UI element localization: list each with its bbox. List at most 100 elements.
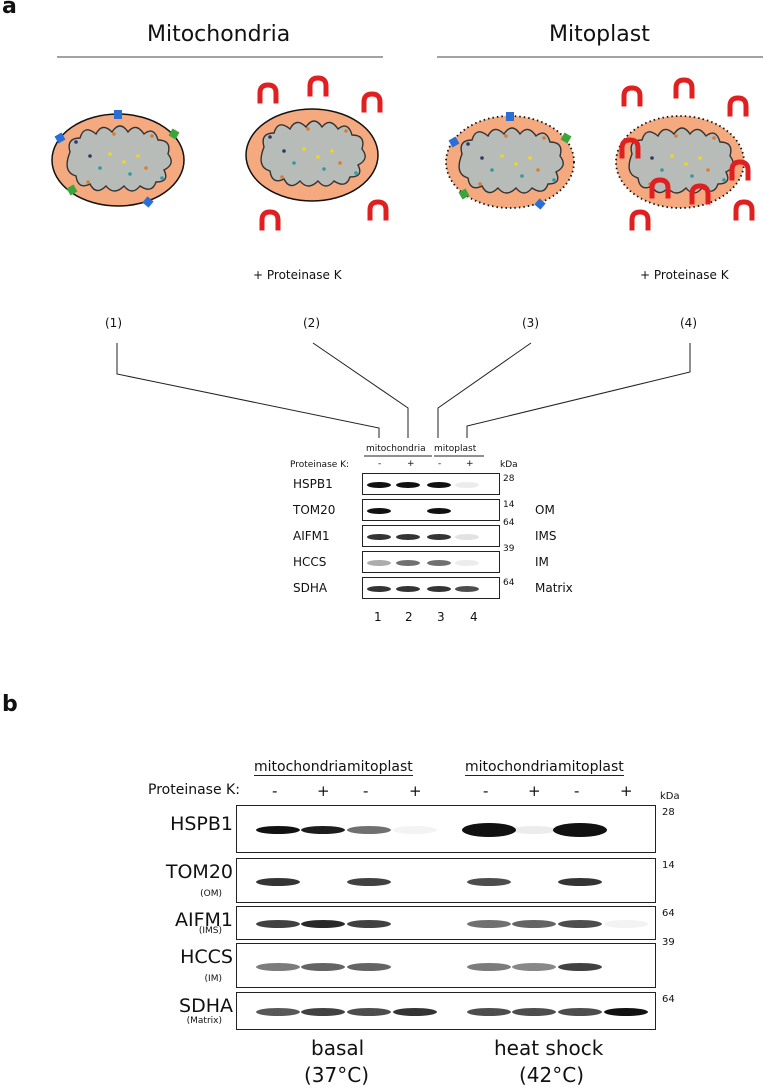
blot-a-compartment: IMS bbox=[535, 529, 557, 543]
blot-b-band bbox=[467, 1008, 511, 1016]
blot-b-band bbox=[393, 1008, 437, 1016]
blot-a-band bbox=[427, 560, 451, 566]
blot-a-kda: 64 bbox=[503, 578, 515, 588]
blot-b-band bbox=[301, 962, 345, 971]
lane-number-1: 1 bbox=[374, 610, 382, 624]
blot-a-band bbox=[367, 534, 391, 540]
blot-b-kda: 64 bbox=[662, 994, 675, 1005]
blot-b-row bbox=[236, 858, 656, 903]
blot-a-sign-3: - bbox=[438, 459, 442, 469]
proteinase-label-1: + Proteinase K bbox=[253, 268, 342, 282]
blot-b-band bbox=[558, 962, 602, 971]
lane-number-4: 4 bbox=[470, 610, 478, 624]
blot-b-band bbox=[301, 920, 345, 928]
blot-a-kda: 39 bbox=[503, 544, 515, 554]
blot-b-protein-label: HSPB1 bbox=[170, 813, 233, 835]
blot-b-group-mitoplast-2: mitoplast bbox=[558, 759, 624, 776]
diagram-number-3: (3) bbox=[522, 316, 539, 330]
mitochondrion-intact bbox=[51, 110, 185, 208]
blot-a-row bbox=[362, 577, 500, 599]
blot-b-group-mitoplast-1: mitoplast bbox=[347, 759, 413, 776]
blot-b-band bbox=[467, 877, 511, 886]
blot-b-band bbox=[393, 826, 437, 834]
blot-b-band bbox=[347, 920, 391, 928]
blot-b-row bbox=[236, 805, 656, 853]
blot-a-row bbox=[362, 551, 500, 573]
diagram-number-2: (2) bbox=[303, 316, 320, 330]
blot-b-sign: + bbox=[620, 782, 633, 800]
blot-b-band bbox=[301, 1008, 345, 1016]
blot-b-protein-label: TOM20 bbox=[165, 861, 233, 883]
blot-b-band bbox=[604, 920, 648, 928]
blot-b-band bbox=[467, 920, 511, 928]
blot-a-kda-label: kDa bbox=[500, 460, 518, 470]
lane-number-2: 2 bbox=[405, 610, 413, 624]
proteinase-label-2: + Proteinase K bbox=[640, 268, 729, 282]
blot-b-kda: 28 bbox=[662, 807, 675, 818]
blot-b-band bbox=[347, 962, 391, 971]
blot-b-band bbox=[256, 962, 300, 971]
blot-b-protein-label: HCCS bbox=[180, 946, 233, 968]
mitoplast-intact bbox=[445, 112, 575, 210]
blot-b-band bbox=[256, 1008, 300, 1016]
blot-a-band bbox=[367, 586, 391, 592]
blot-a-band bbox=[396, 560, 420, 566]
blot-a-band bbox=[455, 534, 479, 540]
blot-b-sign: - bbox=[483, 782, 489, 800]
mitochondria-title: Mitochondria bbox=[147, 22, 291, 47]
blot-b-band bbox=[347, 826, 391, 834]
blot-b-row bbox=[236, 943, 656, 988]
blot-a-kda: 14 bbox=[503, 500, 515, 510]
blot-b-band bbox=[512, 826, 556, 834]
mitoplast-title: Mitoplast bbox=[549, 22, 650, 47]
blot-a-band bbox=[367, 508, 391, 514]
blot-a-band bbox=[455, 482, 479, 488]
blot-a-group-mitochondria: mitochondria bbox=[366, 444, 426, 454]
blot-a-band bbox=[427, 586, 451, 592]
blot-b-compartment: (IMS) bbox=[198, 926, 222, 936]
mitoplast-proteinase bbox=[615, 115, 745, 209]
blot-b-group-mitochondria-1: mitochondria bbox=[254, 759, 347, 776]
diagram-number-4: (4) bbox=[680, 316, 697, 330]
blot-b-compartment: (Matrix) bbox=[186, 1016, 222, 1026]
blot-a-protein-label: SDHA bbox=[293, 581, 328, 595]
condition-heat-shock: heat shock bbox=[494, 1036, 604, 1060]
blot-a-row bbox=[362, 525, 500, 547]
condition-basal: basal bbox=[311, 1036, 365, 1060]
blot-b-protein-label: AIFM1 bbox=[174, 909, 233, 931]
blot-b-band bbox=[558, 877, 602, 886]
blot-b-band bbox=[558, 920, 602, 928]
blot-b-band bbox=[347, 1008, 391, 1016]
blot-a-band bbox=[427, 534, 451, 540]
blot-b-band bbox=[256, 920, 300, 928]
blot-b-band bbox=[512, 920, 556, 928]
blot-b-row bbox=[236, 992, 656, 1030]
blot-a-band bbox=[455, 560, 479, 566]
blot-a-protein-label: HSPB1 bbox=[293, 477, 333, 491]
blot-b-kda-label: kDa bbox=[660, 791, 680, 802]
blot-a-band bbox=[427, 482, 451, 488]
blot-b-band bbox=[301, 826, 345, 834]
blot-a-group-mitoplast: mitoplast bbox=[434, 444, 477, 454]
blot-b-band bbox=[512, 962, 556, 971]
blot-a-band bbox=[396, 586, 420, 592]
blot-a-protein-label: TOM20 bbox=[293, 503, 336, 517]
blot-a-sign-1: - bbox=[378, 459, 382, 469]
blot-a-band bbox=[367, 560, 391, 566]
condition-heat-shock-temp: (42°C) bbox=[519, 1063, 585, 1087]
blot-b-band bbox=[256, 826, 300, 834]
blot-a-kda: 64 bbox=[503, 518, 515, 528]
blot-b-group-mitochondria-2: mitochondria bbox=[465, 759, 558, 776]
condition-basal-temp: (37°C) bbox=[304, 1063, 370, 1087]
blot-a-compartment: OM bbox=[535, 503, 555, 517]
panel-a-label: a bbox=[2, 0, 17, 19]
mitochondrion-proteinase bbox=[245, 108, 379, 202]
blot-b-band bbox=[256, 877, 300, 886]
blot-b-compartment: (OM) bbox=[200, 889, 222, 899]
panel-b-label: b bbox=[2, 692, 18, 717]
blot-b-band bbox=[558, 1008, 602, 1016]
blot-b-kda: 39 bbox=[662, 937, 675, 948]
blot-b-sign: + bbox=[409, 782, 422, 800]
blot-b-band bbox=[604, 1008, 648, 1016]
blot-a-compartment: Matrix bbox=[535, 581, 573, 595]
